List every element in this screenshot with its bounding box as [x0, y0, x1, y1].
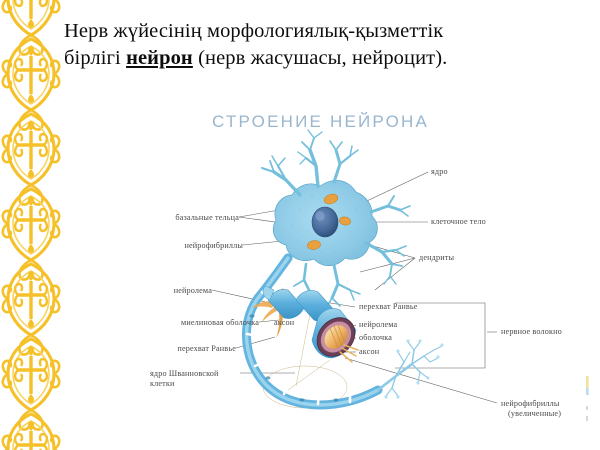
terminal-boutons — [384, 339, 444, 399]
nucleus — [311, 206, 339, 238]
title-line-2-prefix: бірлігі — [64, 47, 127, 70]
ornament-motif-2 — [1, 37, 61, 132]
label-akson-left: аксон — [274, 318, 295, 327]
title-line-2: бірлігі нейрон (нерв жасушасы, нейроцит)… — [64, 45, 592, 72]
basal-body-2 — [339, 216, 351, 226]
label-neyrolemma-left: нейролема — [173, 286, 212, 295]
ornament-motif-7 — [1, 412, 61, 450]
leader-neyrofibrilly-uv — [344, 357, 498, 404]
label-neyrofibrilly-uvelichennye-line2: (увеличенные) — [508, 409, 562, 418]
bracket-top — [395, 302, 486, 332]
label-perehvat-ranvie-right: перехват Ранвье — [359, 302, 418, 311]
basal-body-3 — [307, 240, 321, 250]
leader-perehvat-r — [317, 300, 356, 308]
basal-body-1 — [323, 193, 339, 205]
leader-neyrolemma-left — [211, 289, 276, 305]
label-obolochka: оболочка — [359, 333, 393, 342]
label-neyrofibrilly: нейрофибриллы — [184, 241, 243, 250]
edge-artifact — [586, 376, 589, 421]
leader-lines — [211, 171, 498, 404]
leader-yadro — [351, 171, 429, 209]
axon-cutaway — [262, 285, 359, 363]
label-yadro: ядро — [431, 167, 448, 176]
nodes-of-ranvier — [245, 290, 352, 406]
cutaway-guides — [262, 313, 348, 409]
label-perehvat-ranvie-left: перехват Ранвье — [177, 344, 236, 353]
cell-body — [272, 179, 378, 266]
cut-face-outer — [316, 317, 356, 357]
ornament-motif-3 — [1, 112, 61, 207]
label-dendrity: дендриты — [419, 253, 455, 262]
cut-face-mid — [320, 321, 352, 353]
leader-neyrofibrilly — [242, 236, 323, 246]
leader-bazalnye-2 — [238, 199, 338, 218]
label-mielinovaya-obolochka: миелиновая оболочка — [180, 318, 259, 327]
label-yadro-shvannovskoy-line2: клетки — [150, 379, 175, 388]
kazakh-ornamental-border — [0, 0, 62, 450]
page-title: Нерв жүйесінің морфологиялық-қызметтік б… — [64, 18, 592, 72]
ornament-motif-6 — [1, 337, 61, 432]
title-line-2-suffix: (нерв жасушасы, нейроцит). — [192, 47, 448, 70]
leader-perehvat-l — [235, 336, 276, 349]
label-nervnoe-volokno: нервное волокно — [501, 327, 562, 336]
ornament-motif-5 — [1, 262, 61, 357]
neurolemma-flare — [252, 288, 284, 338]
leader-dendrity-2 — [359, 257, 416, 273]
label-akson-right: аксон — [359, 347, 380, 356]
label-neyrofibrilly-uvelichennye-line1: нейрофибриллы — [501, 399, 560, 408]
leader-dendrity-3 — [374, 257, 416, 291]
label-neyrolemma-right: нейролема — [359, 320, 398, 329]
title-keyword-neuron: нейрон — [126, 47, 193, 70]
dendrites — [261, 129, 411, 309]
diagram-heading: СТРОЕНИЕ НЕЙРОНА — [212, 112, 430, 131]
schwann-nuclei — [249, 314, 339, 402]
axon-terminals — [376, 341, 443, 397]
label-bazalnye-teltsa: базальные тельца — [175, 213, 239, 222]
title-line-1: Нерв жүйесінің морфологиялық-қызметтік — [64, 20, 444, 42]
leader-bazalnye — [238, 216, 319, 229]
leader-dendrity-1 — [351, 239, 416, 259]
cut-face-core — [324, 325, 348, 349]
leader-mielinovaya — [258, 319, 280, 323]
label-kletochnoe-telo: клеточное тело — [431, 217, 486, 226]
leader-obolochka — [338, 337, 357, 341]
ornament-motif-4 — [1, 187, 61, 282]
axon-trunk — [241, 253, 383, 410]
bracket-bottom — [395, 332, 486, 369]
leader-neyrolemma-r — [335, 324, 357, 331]
label-yadro-shvannovskoy-line1: ядро Шванновской — [150, 369, 219, 378]
